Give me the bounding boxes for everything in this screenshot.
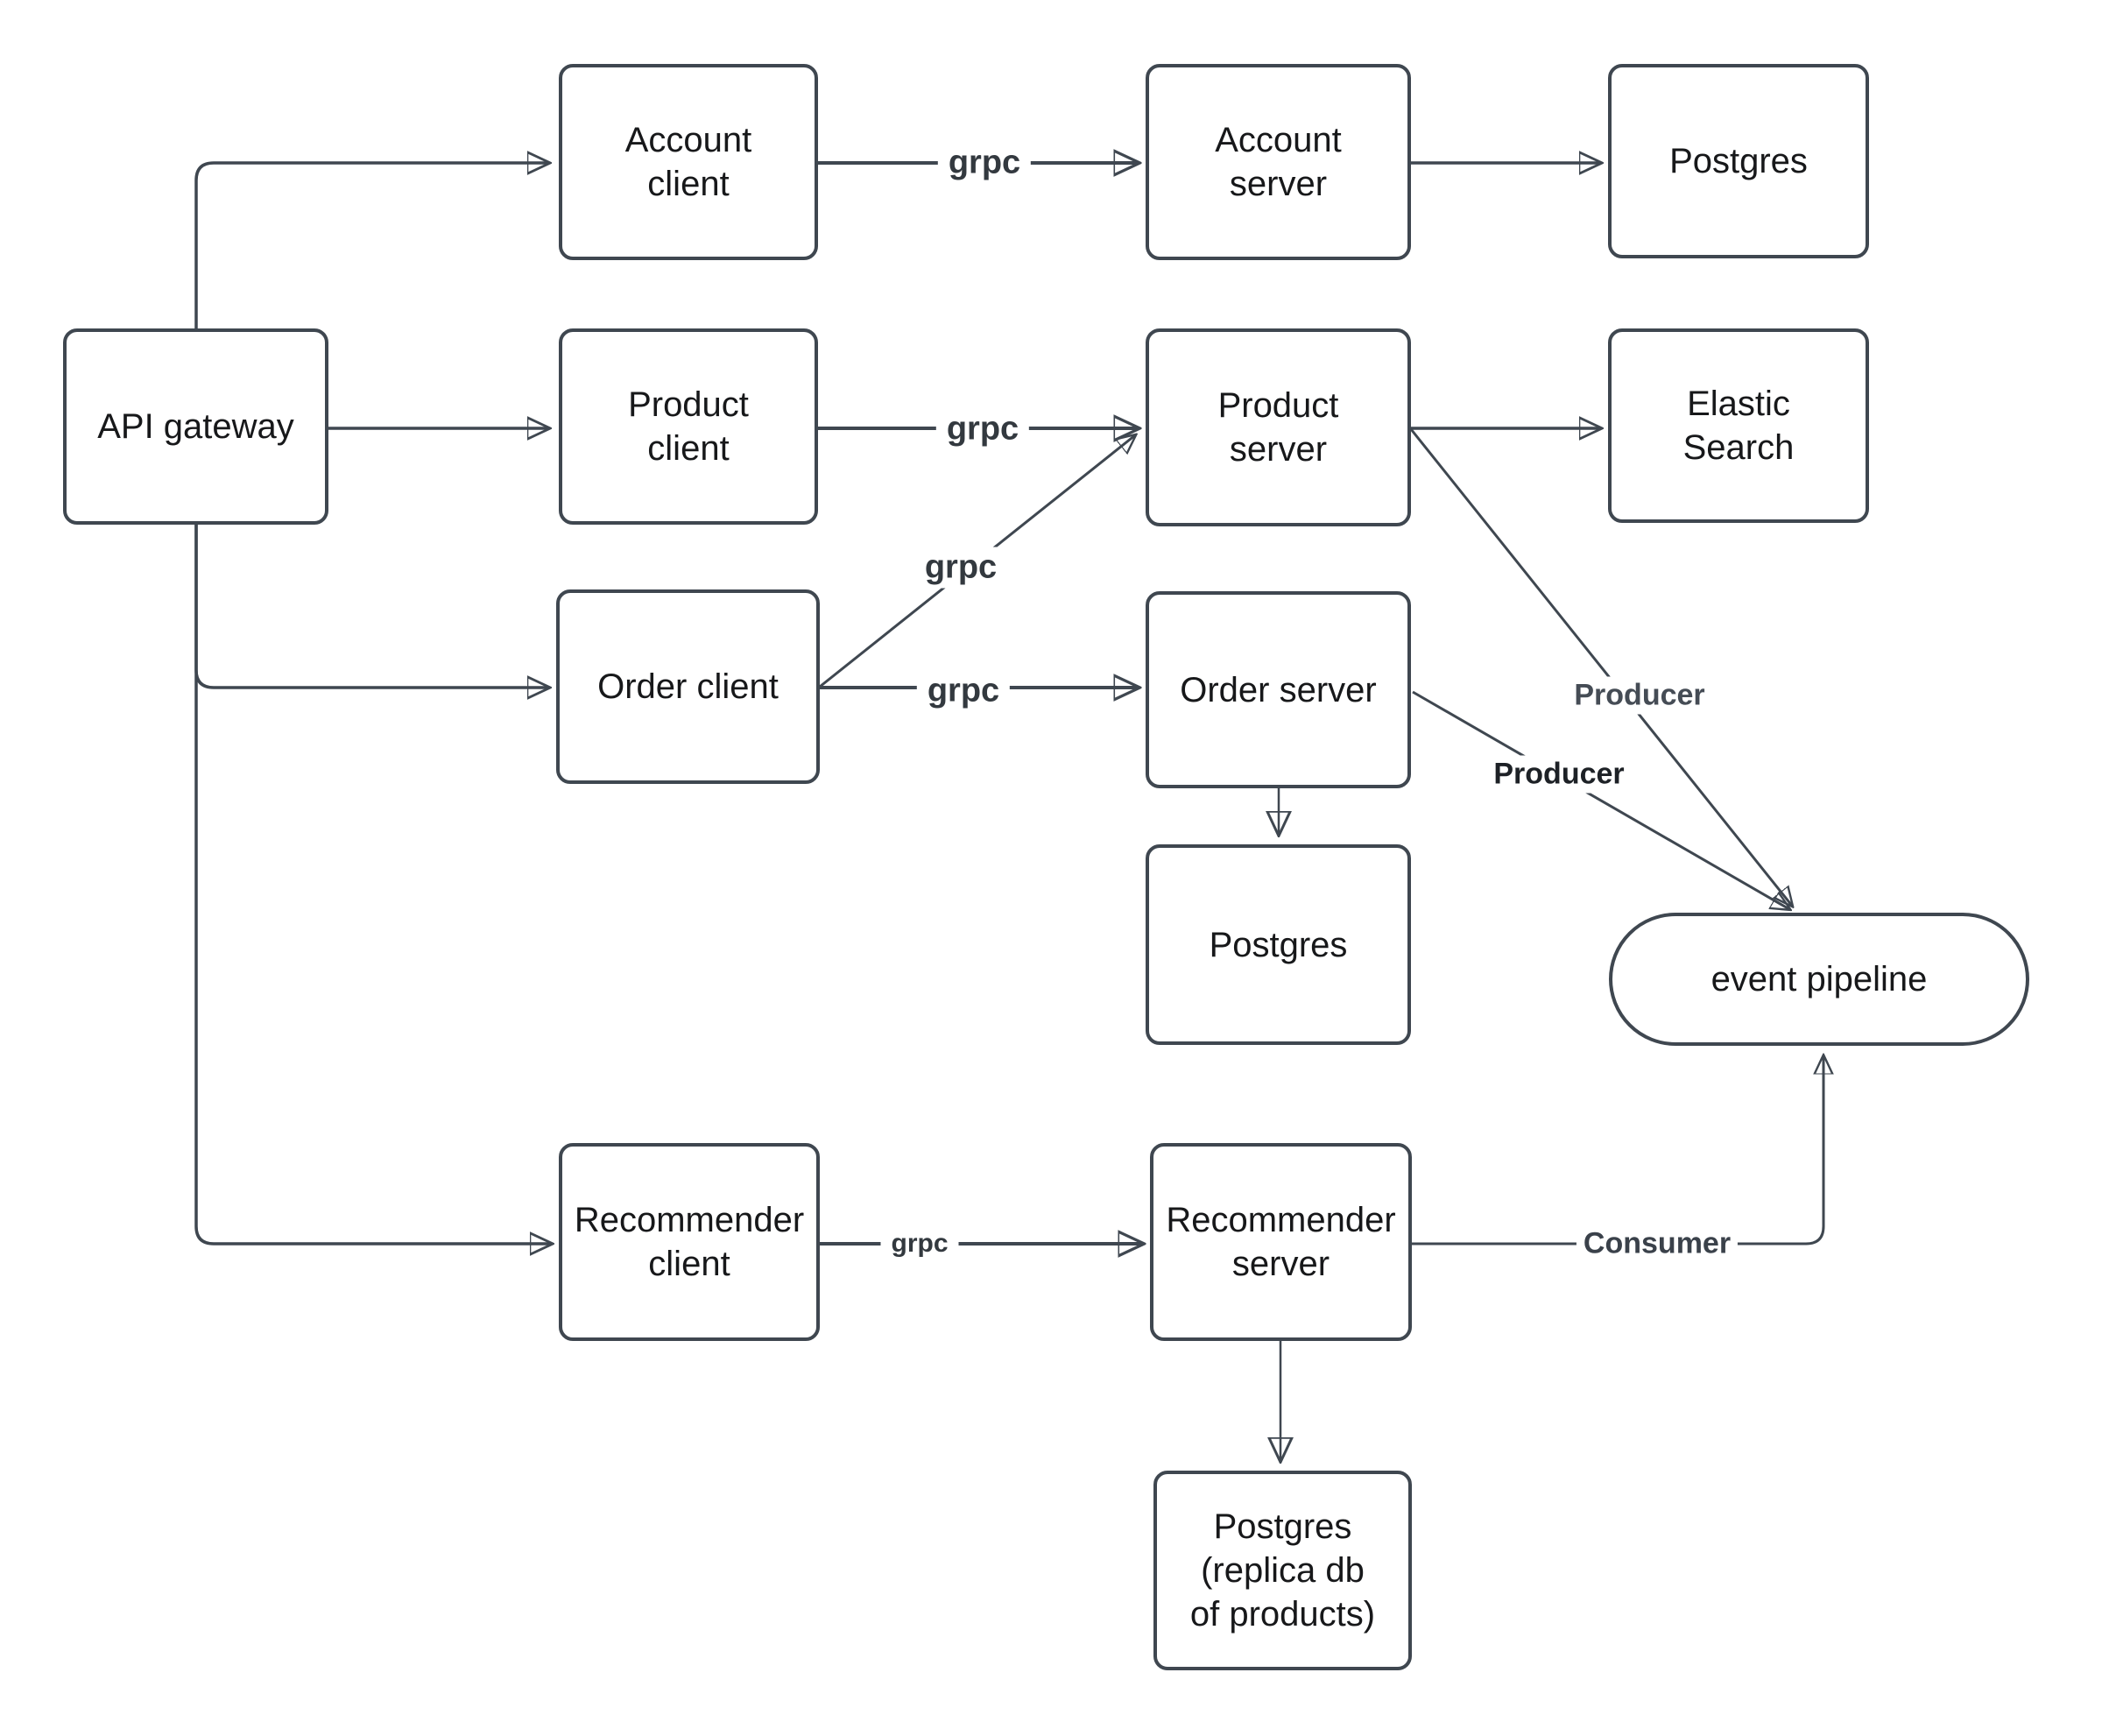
node-elastic-search-label: Elastic Search: [1682, 385, 1795, 467]
node-postgres-replica-label: Postgres (replica db of products): [1189, 1507, 1376, 1634]
node-postgres-replica: Postgres (replica db of products): [1153, 1471, 1412, 1670]
node-event-pipeline: event pipeline: [1609, 913, 2029, 1046]
edge-order-server-to-event-pipeline: [1412, 690, 1789, 909]
node-product-server-label: Product server: [1217, 386, 1339, 469]
edge-label-grpc-recommender: grpc: [880, 1227, 959, 1260]
node-order-client-label: Order client: [597, 667, 779, 706]
node-order-server-label: Order server: [1180, 670, 1377, 709]
node-account-server: Account server: [1146, 64, 1411, 260]
edge-gateway-to-recommender-client: [194, 525, 551, 1244]
node-recommender-client-label: Recommender client: [574, 1201, 805, 1283]
node-event-pipeline-label: event pipeline: [1711, 960, 1928, 999]
node-postgres-account-label: Postgres: [1669, 142, 1808, 180]
node-account-server-label: Account server: [1215, 121, 1342, 203]
node-account-client-label: Account client: [624, 121, 752, 203]
node-order-client: Order client: [556, 589, 820, 784]
edge-gateway-to-account-client: [194, 163, 548, 328]
node-elastic-search: Elastic Search: [1608, 328, 1869, 523]
edge-recommender-server-to-event-pipeline: [1412, 1056, 1823, 1246]
edge-label-grpc-order: grpc: [916, 670, 1011, 712]
edge-label-grpc-account: grpc: [937, 142, 1032, 184]
node-recommender-server: Recommender server: [1150, 1143, 1412, 1341]
edge-label-consumer: Consumer: [1576, 1224, 1739, 1263]
node-account-client: Account client: [559, 64, 818, 260]
edge-label-grpc-product: grpc: [935, 408, 1030, 450]
node-product-server: Product server: [1146, 328, 1411, 526]
edge-product-server-to-event-pipeline: [1409, 428, 1792, 906]
node-recommender-server-label: Recommender server: [1166, 1201, 1396, 1283]
node-api-gateway: API gateway: [63, 328, 328, 525]
edge-label-grpc-order-product: grpc: [913, 547, 1008, 589]
edge-label-producer-order: Producer: [1486, 755, 1632, 794]
node-recommender-client: Recommender client: [559, 1143, 820, 1341]
edge-label-producer-product: Producer: [1567, 676, 1712, 715]
node-postgres-order-label: Postgres: [1209, 925, 1348, 964]
node-postgres-order: Postgres: [1146, 844, 1411, 1045]
node-order-server: Order server: [1146, 591, 1411, 788]
node-postgres-account: Postgres: [1608, 64, 1869, 258]
node-api-gateway-label: API gateway: [97, 407, 294, 446]
edge-gateway-to-order-client: [194, 525, 548, 688]
node-product-client: Product client: [559, 328, 818, 525]
node-product-client-label: Product client: [628, 385, 749, 468]
